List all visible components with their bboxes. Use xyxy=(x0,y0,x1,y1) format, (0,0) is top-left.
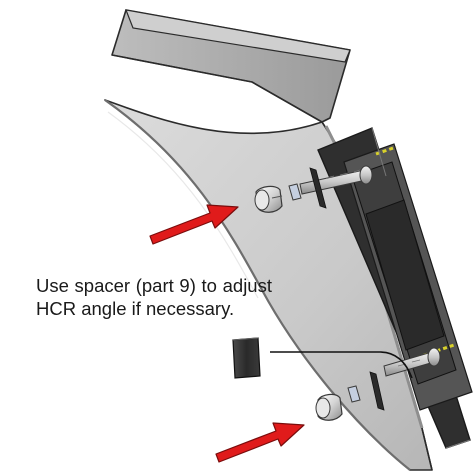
upper-bolt-assembly xyxy=(254,165,373,213)
spacer-part-9 xyxy=(232,337,261,379)
mounting-bracket xyxy=(317,127,473,449)
lower-bolt-assembly xyxy=(315,347,441,421)
spacer-instruction-text: Use spacer (part 9) to adjust HCR angle … xyxy=(36,275,272,319)
spacer-leader-line xyxy=(270,351,413,379)
upper-arrow xyxy=(149,204,239,245)
lower-arrow xyxy=(215,422,305,463)
